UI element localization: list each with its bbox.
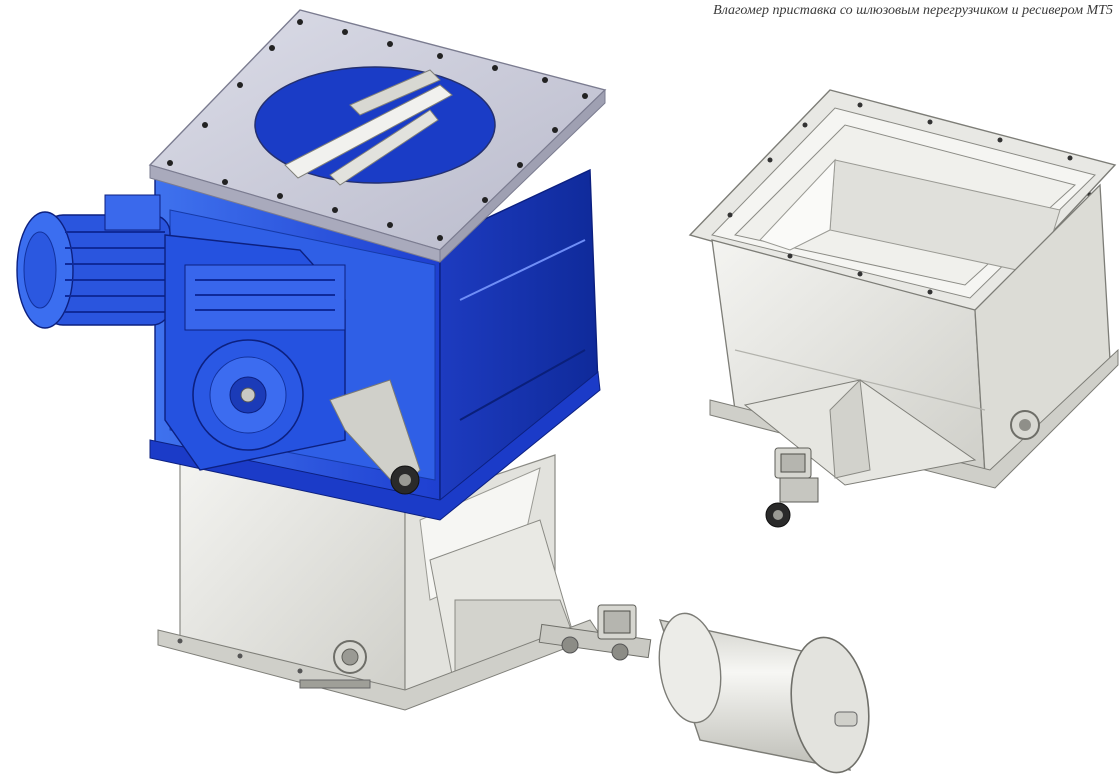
receiver-line — [538, 604, 870, 774]
receiver-cylinder — [658, 612, 870, 774]
lower-hopper-body — [157, 454, 601, 711]
receiver-nozzle-icon — [834, 711, 858, 727]
gear-motor — [16, 194, 421, 495]
latch-icon — [299, 679, 371, 689]
image-caption: Влагомер приставка со шлюзовым перегрузч… — [713, 3, 1113, 18]
rotary-airlock-assembly — [16, 9, 870, 774]
top-flange — [148, 9, 607, 264]
hopper-attachment — [688, 89, 1119, 528]
